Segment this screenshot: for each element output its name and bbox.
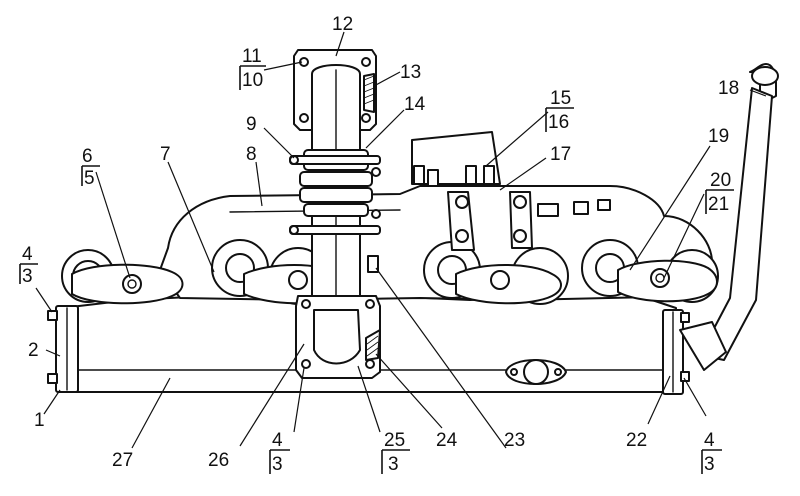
label-18: 18 bbox=[718, 78, 739, 99]
label-4-top-left: 4 bbox=[22, 244, 33, 265]
intake-flange-small bbox=[505, 359, 567, 385]
label-15: 15 bbox=[550, 88, 571, 109]
label-22: 22 bbox=[626, 430, 647, 451]
left-end-flange bbox=[47, 305, 79, 393]
label-27: 27 bbox=[112, 450, 133, 471]
label-3-top-left: 3 bbox=[22, 266, 33, 287]
label-25: 25 bbox=[384, 430, 405, 451]
label-10: 10 bbox=[242, 70, 263, 91]
label-3-right: 3 bbox=[704, 454, 715, 475]
label-2: 2 bbox=[28, 340, 39, 361]
label-17: 17 bbox=[550, 144, 571, 165]
leader-lines bbox=[35, 31, 767, 449]
label-21: 21 bbox=[708, 194, 729, 215]
label-19: 19 bbox=[708, 126, 729, 147]
label-1: 1 bbox=[34, 410, 45, 431]
label-20: 20 bbox=[710, 170, 731, 191]
label-4-right: 4 bbox=[704, 430, 715, 451]
connecting-pipe bbox=[289, 49, 381, 379]
label-4-center: 4 bbox=[272, 430, 283, 451]
label-12: 12 bbox=[332, 14, 353, 35]
label-26: 26 bbox=[208, 450, 229, 471]
label-23: 23 bbox=[504, 430, 525, 451]
bypass-pipe bbox=[679, 63, 779, 371]
label-14: 14 bbox=[404, 94, 426, 115]
label-13: 13 bbox=[400, 62, 421, 83]
label-8: 8 bbox=[246, 144, 257, 165]
label-7: 7 bbox=[160, 144, 171, 165]
callout-labels: 1 2 4 3 6 5 7 8 9 11 10 12 13 14 15 16 1… bbox=[19, 14, 739, 475]
label-16: 16 bbox=[548, 112, 569, 133]
label-11: 11 bbox=[242, 46, 262, 67]
label-3-under-25: 3 bbox=[388, 454, 399, 475]
label-5: 5 bbox=[84, 168, 95, 189]
right-end-flange bbox=[662, 309, 690, 395]
label-3-center: 3 bbox=[272, 454, 283, 475]
label-6: 6 bbox=[82, 146, 93, 167]
label-9: 9 bbox=[246, 114, 257, 135]
brackets bbox=[413, 165, 533, 251]
label-24: 24 bbox=[436, 430, 458, 451]
manifold-clamps bbox=[71, 259, 718, 305]
